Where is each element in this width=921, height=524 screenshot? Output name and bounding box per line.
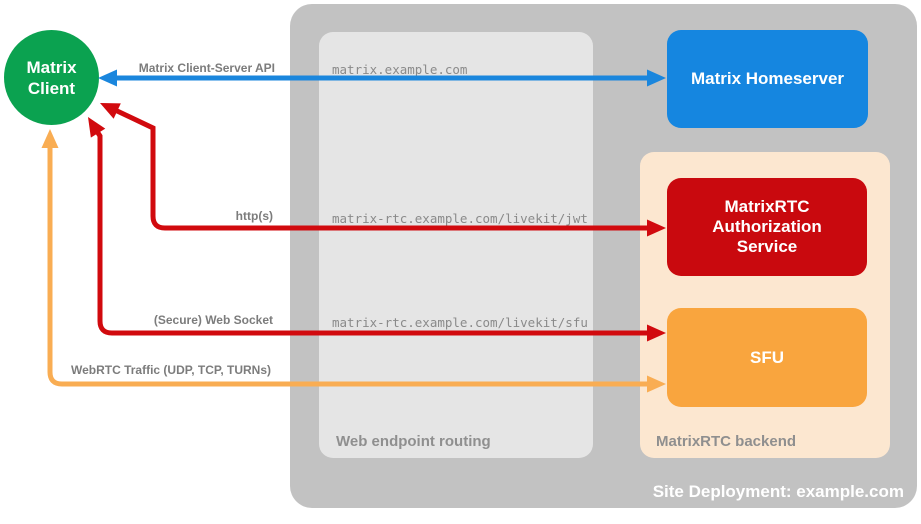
sfu-label: SFU (750, 347, 784, 367)
matrix-client-label: Matrix Client (26, 57, 77, 98)
http-arrowhead-client (100, 103, 121, 119)
matrix-homeserver-node: Matrix Homeserver (667, 30, 868, 128)
route-url-livekit-jwt: matrix-rtc.example.com/livekit/jwt (332, 211, 588, 226)
web-endpoint-routing-zone: Web endpoint routing (319, 32, 593, 458)
websocket-arrow-label: (Secure) Web Socket (153, 313, 273, 327)
client-server-api-arrow-label: Matrix Client-Server API (138, 61, 275, 75)
websocket-arrowhead-client (88, 117, 106, 138)
matrix-client-node: Matrix Client (4, 30, 99, 125)
route-url-livekit-sfu: matrix-rtc.example.com/livekit/sfu (332, 315, 588, 330)
web-endpoint-routing-label: Web endpoint routing (336, 433, 491, 450)
matrixrtc-auth-service-node: MatrixRTC Authorization Service (667, 178, 867, 276)
matrixrtc-auth-service-label: MatrixRTC Authorization Service (712, 197, 822, 256)
http-arrow-label: http(s) (235, 209, 273, 223)
site-deployment-title: Site Deployment: example.com (652, 482, 904, 501)
webrtc-arrow-label: WebRTC Traffic (UDP, TCP, TURNs) (70, 363, 271, 377)
route-url-homeserver: matrix.example.com (332, 62, 468, 77)
webrtc-arrowhead-client (41, 129, 59, 148)
matrixrtc-backend-label: MatrixRTC backend (656, 433, 797, 450)
client-server-api-arrowhead-client (98, 69, 117, 87)
matrix-homeserver-label: Matrix Homeserver (690, 69, 845, 88)
sfu-node: SFU (667, 308, 867, 407)
